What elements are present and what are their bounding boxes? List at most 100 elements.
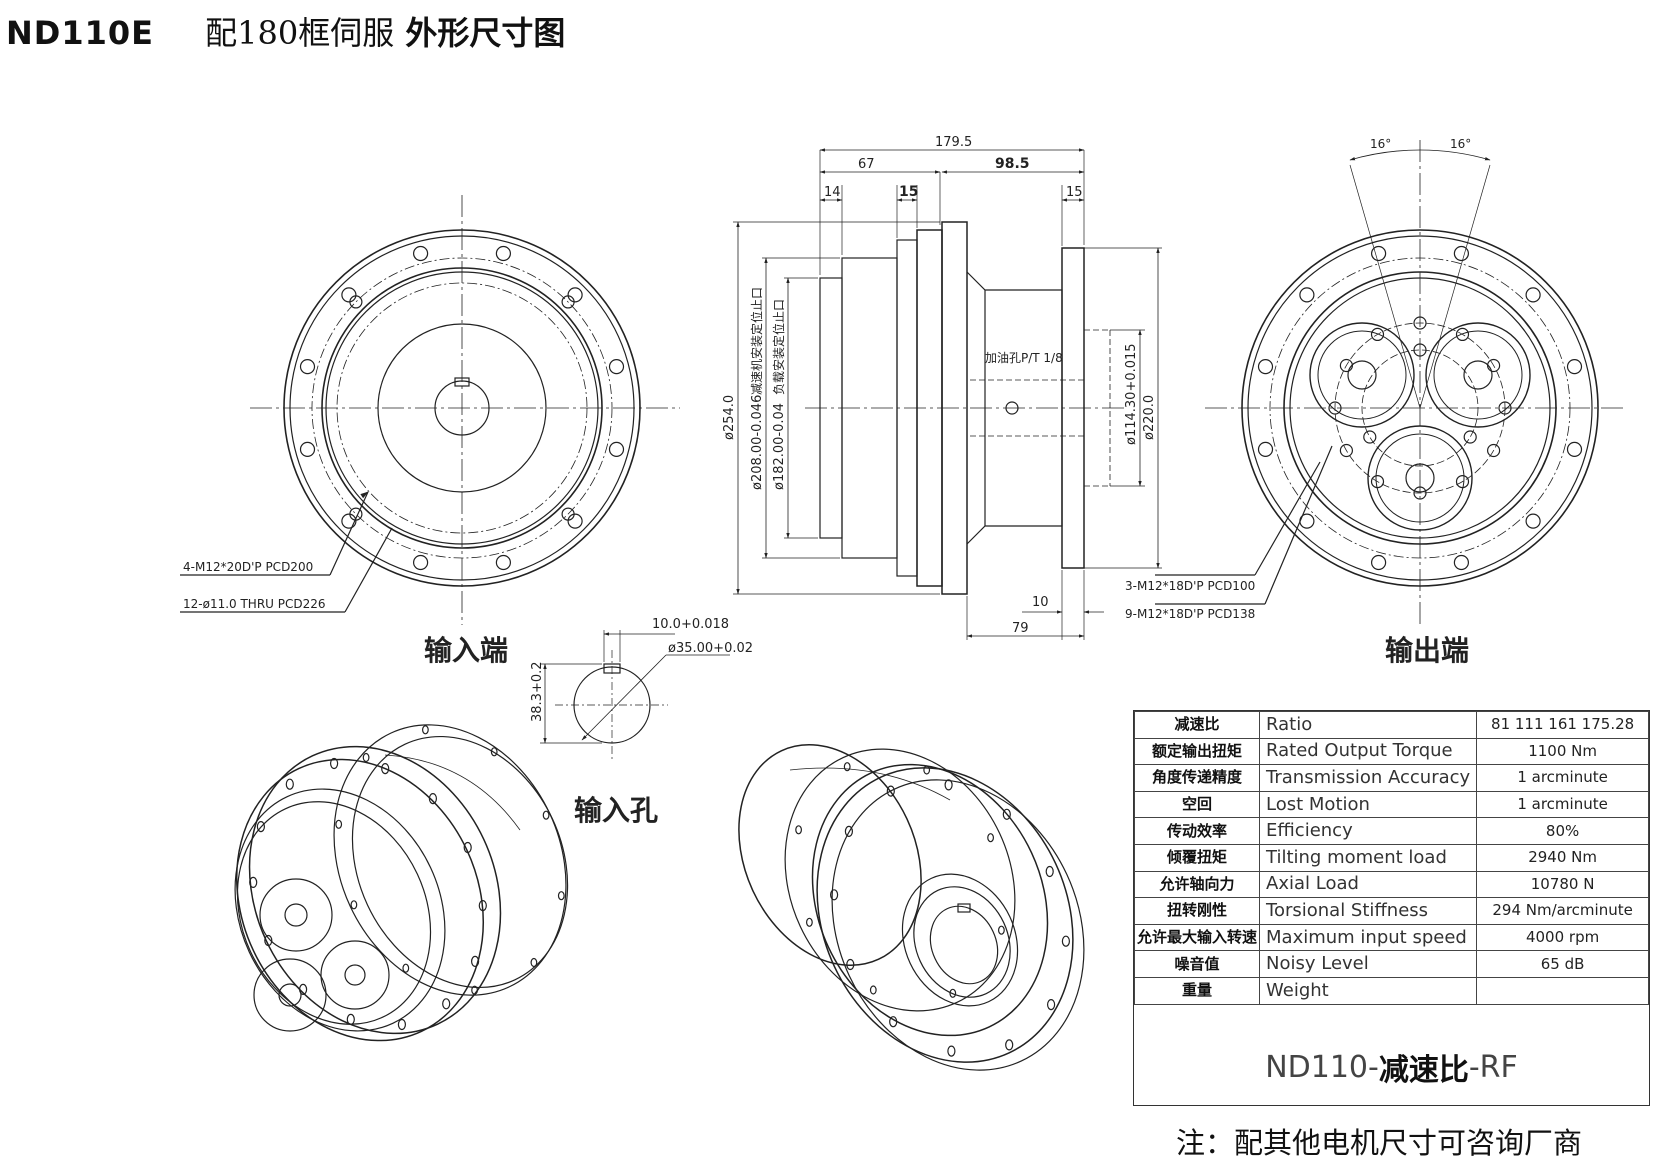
spec-label-zh: 重量: [1133, 976, 1261, 1005]
tapped-hole: [1413, 316, 1427, 330]
iso-hole: [442, 998, 451, 1010]
iso-hole: [256, 820, 265, 833]
tapped-hole: [1498, 401, 1512, 415]
model-code-prefix: ND110-: [1265, 1049, 1379, 1085]
dim-key-width: 10.0+0.018: [652, 617, 729, 632]
label-output-tap2: 9-M12*18D'P PCD138: [1125, 607, 1255, 621]
iso-hole: [923, 765, 931, 775]
thru-hole: [495, 554, 511, 571]
planet-gear: [1309, 322, 1415, 428]
mount-hole: [1453, 245, 1470, 262]
label-input-tap: 4-M12*20D'P PCD200: [183, 560, 313, 574]
spec-label-en: Axial Load: [1259, 870, 1478, 899]
tapped-hole: [1455, 475, 1470, 489]
iso-output-holes: [249, 725, 565, 1031]
spec-label-zh: 倾覆扭矩: [1133, 843, 1261, 872]
dim-14: 14: [824, 185, 841, 200]
thru-hole: [608, 359, 625, 375]
model-code-middle: 减速比: [1378, 1053, 1469, 1089]
iso-hole: [264, 934, 273, 947]
input-hole-detail: [540, 630, 730, 762]
spec-value: 294 Nm/arcminute: [1476, 897, 1649, 925]
iso-hole: [795, 825, 802, 835]
iso-hole: [471, 985, 479, 995]
dim-dia220: ø220.0: [1142, 395, 1157, 440]
tapped-hole: [1486, 443, 1501, 458]
iso-hole: [530, 957, 538, 968]
input-tapped-holes: [349, 295, 575, 521]
model-name: ND110E: [6, 14, 154, 52]
isometric-view-output: [234, 724, 569, 1042]
tapped-hole: [1455, 327, 1470, 341]
iso-hole: [542, 810, 550, 820]
planet-gear: [1425, 322, 1531, 428]
tapped-hole: [1413, 343, 1427, 357]
spec-label-zh: 角度传递精度: [1133, 764, 1261, 792]
spec-label-zh: 减速比: [1133, 711, 1261, 739]
thru-hole: [299, 441, 316, 457]
iso-hole: [869, 985, 877, 995]
tapped-hole: [349, 507, 363, 521]
spec-label-zh: 扭转刚性: [1133, 897, 1261, 925]
dimension-labels: 179.5 67 98.5 14 15 15 10 79 ø254.0 ø208…: [183, 135, 1471, 722]
tapped-hole: [1463, 430, 1477, 444]
thru-hole: [341, 287, 357, 303]
isometric-view-input: [738, 744, 1085, 1071]
spec-value: 1100 Nm: [1476, 737, 1649, 766]
input-thru-holes: [299, 245, 625, 571]
title-subtitle: 配180框伺服: [205, 14, 395, 52]
planet-gear: [1463, 360, 1493, 390]
label-load-mount: 负载安装定位止口: [771, 299, 786, 395]
planet-gear: [1375, 433, 1465, 523]
planet-gear: [1317, 330, 1407, 420]
spec-label-en: Tilting moment load: [1259, 843, 1478, 872]
spec-label-en: Weight: [1259, 976, 1478, 1005]
dim-overall-length: 179.5: [935, 135, 972, 150]
spec-label-zh: 噪音值: [1133, 950, 1261, 978]
iso-hole: [1002, 808, 1011, 820]
iso-hole: [397, 1018, 406, 1031]
iso-hole: [350, 900, 358, 910]
iso-hole: [490, 747, 498, 757]
dim-15-left: 15: [899, 184, 918, 200]
tapped-hole: [349, 295, 363, 309]
spec-value: 1 arcminute: [1476, 764, 1649, 792]
iso-hole: [829, 889, 839, 901]
caption-output-end: 输出端: [1385, 634, 1469, 667]
iso-hole: [1046, 998, 1056, 1011]
label-output-tap1: 3-M12*18D'P PCD100: [1125, 579, 1255, 593]
spec-value: 10780 N: [1476, 870, 1649, 899]
caption-input-hole: 输入孔: [574, 794, 658, 827]
spec-label-en: Noisy Level: [1259, 950, 1478, 978]
mount-hole: [1370, 245, 1387, 262]
planet-gear: [1433, 330, 1523, 420]
iso-hole: [846, 958, 855, 971]
spec-value: 4000 rpm: [1476, 923, 1649, 952]
dim-dia182: ø182.00-0.04: [772, 403, 787, 490]
iso-hole: [1061, 935, 1071, 947]
thru-hole: [413, 245, 429, 262]
iso-hole: [362, 752, 370, 763]
thru-hole: [567, 287, 583, 303]
dim-dia114: ø114.30+0.015: [1124, 343, 1139, 445]
mount-hole: [1566, 359, 1583, 375]
spec-label-zh: 空回: [1133, 790, 1261, 819]
label-angle-left: 16°: [1370, 137, 1391, 151]
spec-label-zh: 额定输出扭矩: [1133, 737, 1261, 766]
spec-value: [1476, 976, 1649, 1005]
tapped-hole: [1363, 430, 1377, 444]
dim-10: 10: [1032, 595, 1049, 610]
dim-79: 79: [1012, 621, 1029, 636]
thru-hole: [495, 245, 511, 262]
tapped-hole: [1328, 401, 1342, 415]
dim-dia208: ø208.00-0.046: [750, 395, 765, 490]
iso-hole: [330, 757, 339, 770]
spec-label-en: Lost Motion: [1259, 790, 1478, 819]
spec-value: 81 111 161 175.28: [1476, 711, 1649, 739]
